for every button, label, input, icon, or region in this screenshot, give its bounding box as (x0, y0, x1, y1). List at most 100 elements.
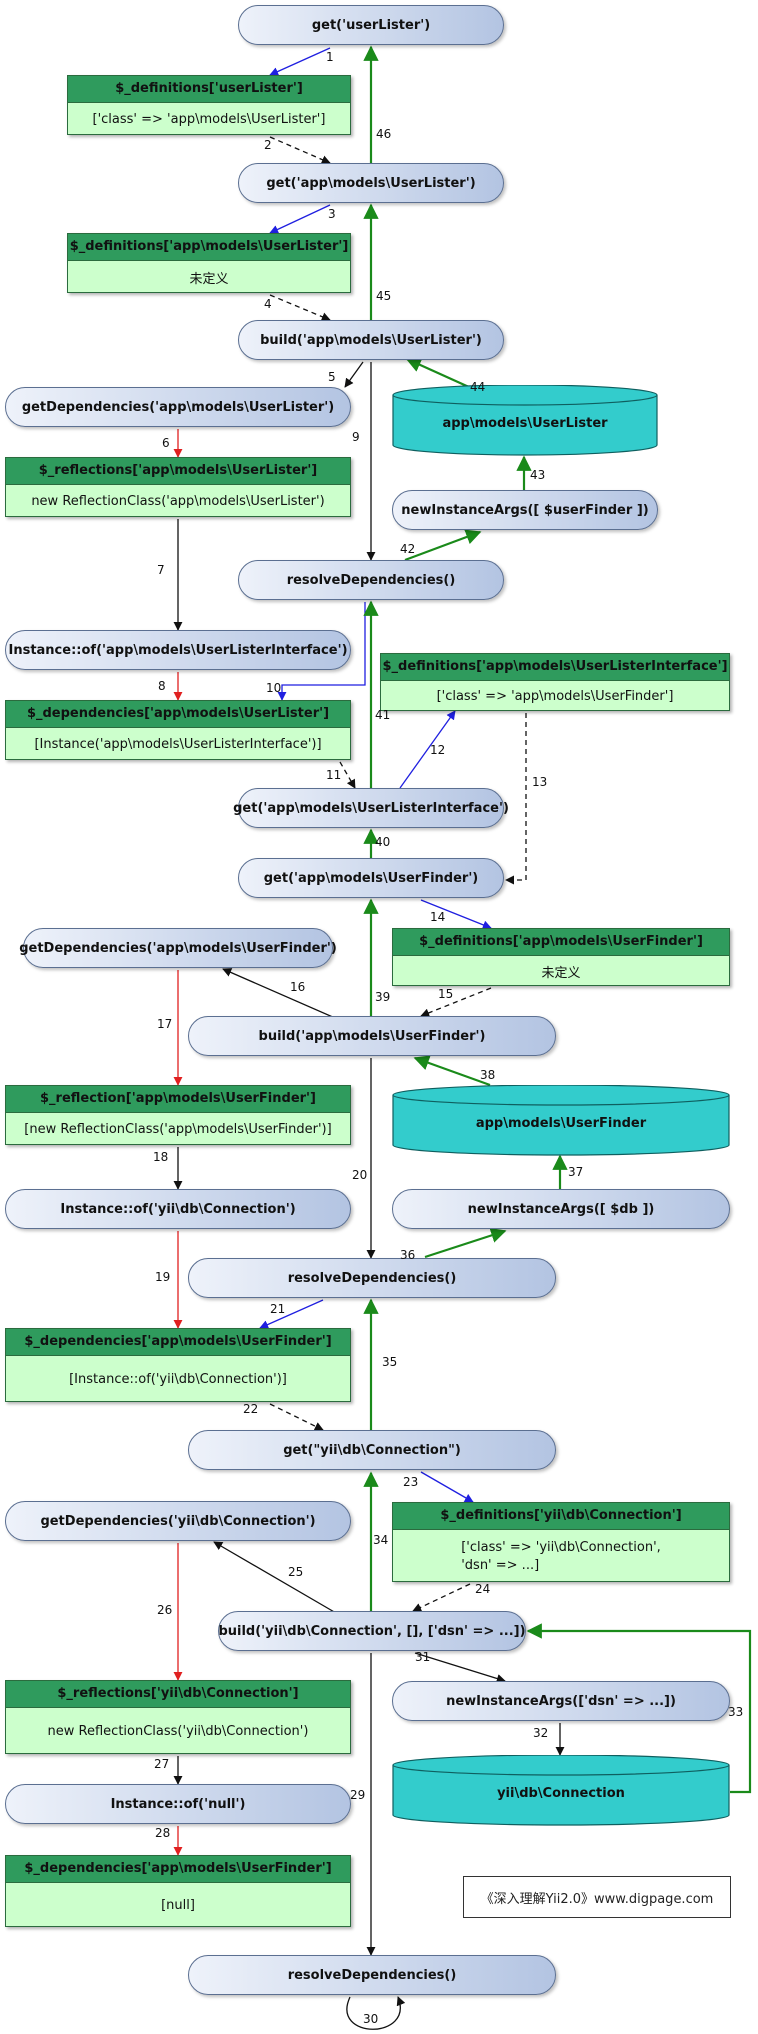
edge-label: 45 (376, 289, 392, 303)
edge-label: 27 (154, 1757, 170, 1771)
box-body-lines: ['class' => 'yii\db\Connection', 'dsn' =>… (461, 1539, 661, 1575)
edge-label: 39 (375, 990, 391, 1004)
box-body: ['class' => 'app\models\UserFinder'] (381, 681, 729, 712)
box-body-line: [new ReflectionClass('app\models\UserFin… (24, 1122, 332, 1137)
box-body-line: ['class' => 'yii\db\Connection', (461, 1539, 661, 1555)
cylinder-connection: yii\db\Connection (392, 1755, 730, 1826)
edge-label: 42 (400, 542, 416, 556)
box-body-line: new ReflectionClass('app\models\UserList… (31, 494, 325, 509)
edge-2 (269, 136, 331, 164)
edge-label: 20 (352, 1168, 368, 1182)
box-body: ['class' => 'yii\db\Connection', 'dsn' =>… (393, 1530, 729, 1583)
box-body-lines: [null] (161, 1898, 195, 1913)
box-body-line: 未定义 (541, 966, 581, 981)
edge-label: 21 (270, 1302, 286, 1316)
box-def-interface: $_definitions['app\models\UserListerInte… (380, 653, 730, 711)
edge-label: 10 (266, 681, 282, 695)
edge-label: 8 (158, 679, 166, 693)
box-header: $_dependencies['app\models\UserFinder'] (6, 1329, 350, 1356)
edge-label: 25 (288, 1565, 304, 1579)
edge-14 (420, 899, 492, 930)
box-header: $_reflections['app\models\UserLister'] (6, 458, 350, 485)
edge-label: 46 (376, 127, 392, 141)
box-header: $_reflections['yii\db\Connection'] (6, 1681, 350, 1708)
edge-label: 29 (350, 1788, 366, 1802)
edge-label: 4 (264, 297, 272, 311)
box-header: $_definitions['yii\db\Connection'] (393, 1503, 729, 1530)
edge-label: 13 (532, 775, 548, 789)
edge-label: 43 (530, 468, 546, 482)
box-body: [new ReflectionClass('app\models\UserFin… (6, 1113, 350, 1146)
pill-getdeps-userfinder: getDependencies('app\models\UserFinder') (19, 928, 337, 968)
box-body: [null] (6, 1883, 350, 1928)
pill-build-userfinder: build('app\models\UserFinder') (188, 1016, 556, 1056)
edge-label: 22 (243, 1402, 259, 1416)
edge-label: 26 (157, 1603, 173, 1617)
pill-get-app-userlister: get('app\models\UserLister') (238, 163, 504, 203)
pill-newinstance-dsn: newInstanceArgs(['dsn' => ...]) (392, 1681, 730, 1721)
pill-newinstance-userfinder: newInstanceArgs([ $userFinder ]) (392, 490, 658, 530)
box-body: 未定义 (393, 956, 729, 987)
credit-box: 《深入理解Yii2.0》www.digpage.com (463, 1876, 731, 1918)
edge-label: 15 (438, 987, 454, 1001)
box-body-line: [Instance::of('yii\db\Connection')] (69, 1372, 287, 1387)
edge-15 (420, 987, 492, 1018)
box-refl-userfinder: $_reflection['app\models\UserFinder'][ne… (5, 1085, 351, 1145)
cylinder-label: app\models\UserLister (442, 416, 608, 431)
edge-label: 38 (480, 1068, 496, 1082)
edge-label: 40 (375, 835, 391, 849)
box-body: [Instance::of('yii\db\Connection')] (6, 1356, 350, 1403)
edge-label: 28 (155, 1826, 171, 1840)
box-header: $_definitions['userLister'] (68, 76, 350, 103)
edge-42 (404, 529, 482, 562)
box-body: 未定义 (68, 261, 350, 294)
pill-build-connection: build('yii\db\Connection', [], ['dsn' =>… (218, 1611, 526, 1651)
box-body: new ReflectionClass('app\models\UserList… (6, 485, 350, 518)
edge-label: 7 (157, 563, 165, 577)
box-body-line: ['class' => 'app\models\UserFinder'] (436, 689, 674, 704)
box-header: $_definitions['app\models\UserFinder'] (393, 929, 729, 956)
edge-5 (344, 361, 364, 388)
edge-label: 23 (403, 1475, 419, 1489)
edge-label: 30 (363, 2012, 379, 2026)
edge-23 (420, 1471, 474, 1503)
box-body: ['class' => 'app\models\UserLister'] (68, 103, 350, 136)
pill-build-userlister: build('app\models\UserLister') (238, 320, 504, 360)
edge-label: 37 (568, 1165, 584, 1179)
cylinder-userlister: app\models\UserLister (392, 385, 658, 456)
edge-label: 9 (352, 430, 360, 444)
box-header: $_definitions['app\models\UserListerInte… (381, 654, 729, 681)
edge-3 (269, 204, 331, 234)
pill-getdeps-userlister: getDependencies('app\models\UserLister') (5, 387, 351, 427)
box-deps-userfinder-null: $_dependencies['app\models\UserFinder'][… (5, 1855, 351, 1927)
box-body: new ReflectionClass('yii\db\Connection') (6, 1708, 350, 1755)
edge-10 (277, 602, 366, 701)
box-def-userfinder: $_definitions['app\models\UserFinder'] 未定… (392, 928, 730, 986)
edge-13 (505, 713, 527, 885)
edge-label: 14 (430, 910, 446, 924)
edge-label: 33 (728, 1705, 744, 1719)
box-def-connection: $_definitions['yii\db\Connection'] ['clas… (392, 1502, 730, 1582)
box-body-lines: [new ReflectionClass('app\models\UserFin… (24, 1122, 331, 1137)
edge-label: 3 (328, 207, 336, 221)
edge-label: 11 (326, 768, 342, 782)
pill-getdeps-connection: getDependencies('yii\db\Connection') (5, 1501, 351, 1541)
edge-31 (414, 1652, 506, 1683)
cylinder-label: app\models\UserFinder (475, 1116, 647, 1131)
edge-4 (269, 294, 331, 322)
box-body-lines: new ReflectionClass('yii\db\Connection') (48, 1724, 309, 1739)
box-body-lines: ['class' => 'app\models\UserLister'] (93, 112, 326, 127)
pill-get-userfinder: get('app\models\UserFinder') (238, 858, 504, 898)
edge-11 (339, 761, 356, 789)
box-body: [Instance('app\models\UserListerInterfac… (6, 728, 350, 761)
edge-label: 12 (430, 743, 446, 757)
box-header: $_dependencies['app\models\UserLister'] (6, 701, 350, 728)
edge-21 (259, 1299, 324, 1329)
edge-36 (424, 1227, 507, 1259)
box-body-lines: ['class' => 'app\models\UserFinder'] (437, 689, 674, 704)
edge-label: 2 (264, 138, 272, 152)
edge-label: 19 (155, 1270, 171, 1284)
box-deps-userfinder: $_dependencies['app\models\UserFinder'] [… (5, 1328, 351, 1402)
edge-label: 16 (290, 980, 306, 994)
box-body-line: 'dsn' => ...] (461, 1557, 540, 1573)
